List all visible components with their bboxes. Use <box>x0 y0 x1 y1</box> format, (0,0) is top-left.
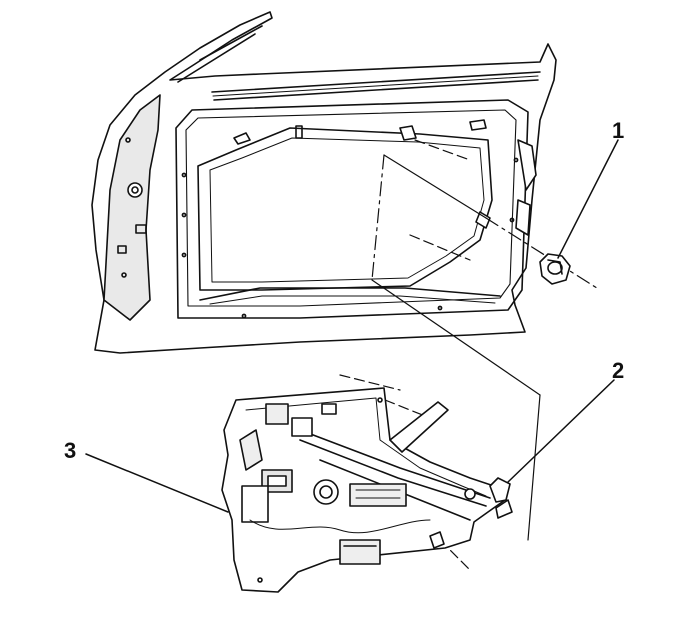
leader-line-1 <box>557 139 619 259</box>
retaining-nut <box>539 253 571 285</box>
callout-1: 1 <box>612 118 624 143</box>
callout-3: 3 <box>64 438 76 463</box>
alignment-lines <box>339 139 601 571</box>
window-regulator-module <box>221 387 513 593</box>
leader-line-3 <box>85 453 229 513</box>
door-inner-panel <box>91 11 557 354</box>
leader-line-2 <box>507 379 615 483</box>
callout-2: 2 <box>612 358 624 383</box>
leader-lines <box>85 139 619 513</box>
